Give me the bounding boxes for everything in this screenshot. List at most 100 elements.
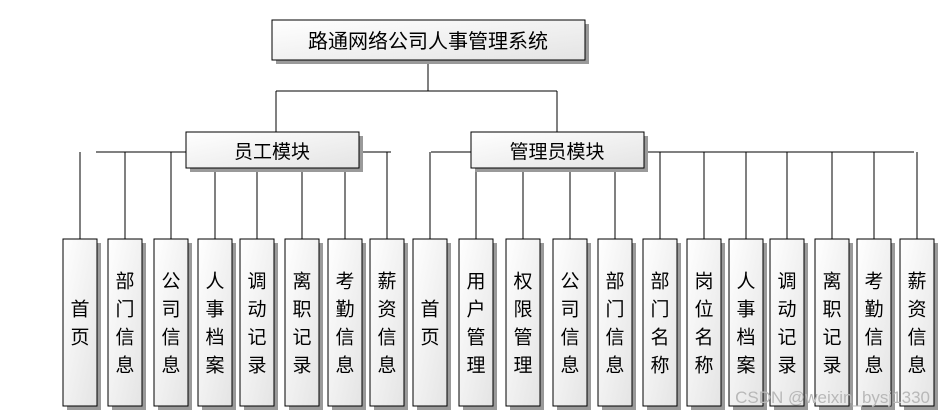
leaf-label-char: 动 (777, 299, 796, 321)
leaf-label-char: 记 (292, 327, 311, 349)
leaf-label-char: 管 (513, 327, 532, 349)
leaf-label-char: 门 (605, 299, 624, 321)
leaf-label-char: 薪 (377, 271, 396, 293)
leaf-label-char: 调 (777, 271, 796, 293)
leaf-label-char: 信 (377, 327, 396, 349)
leaf-label-char: 考 (864, 271, 883, 293)
leaf-label-char: 权 (513, 271, 532, 293)
leaf-label-char: 息 (161, 355, 180, 377)
leaf-label-char: 信 (335, 327, 354, 349)
leaf-label-char: 信 (864, 327, 883, 349)
leaf-label-char: 门 (115, 299, 134, 321)
leaf-label-char: 离 (292, 271, 311, 293)
leaf-label-char: 部 (650, 271, 669, 293)
leaf-label-char: 息 (335, 355, 354, 377)
leaf-label-char: 动 (247, 299, 266, 321)
leaf-nodes: 首页部门信息公司信息人事档案调动记录离职记录考勤信息薪资信息首页用户管理权限管理… (62, 238, 938, 410)
leaf-label-char: 称 (650, 355, 669, 377)
leaf-label-char: 信 (605, 327, 624, 349)
leaf-label-char: 户 (466, 299, 485, 321)
leaf-label-char: 公 (161, 271, 180, 293)
leaf-label-char: 理 (513, 355, 532, 377)
leaf-label-char: 档 (736, 327, 755, 349)
leaf-label-char: 位 (694, 299, 713, 321)
module-node-staff: 员工模块 (185, 131, 363, 172)
leaf-label-char: 事 (736, 299, 755, 321)
leaf-label-char: 息 (560, 355, 579, 377)
leaf-label-char: 信 (161, 327, 180, 349)
leaf-label-char: 勤 (335, 299, 354, 321)
leaf-label-char: 录 (777, 355, 796, 377)
leaf-label-char: 案 (736, 355, 755, 377)
leaf-label-char: 息 (864, 355, 883, 377)
leaf-label-char: 录 (247, 355, 266, 377)
leaf-label-char: 记 (247, 327, 266, 349)
leaf-label-char: 管 (466, 327, 485, 349)
leaf-label-char: 人 (205, 271, 224, 293)
leaf-label-char: 息 (377, 355, 396, 377)
leaf-label-char: 调 (247, 271, 266, 293)
leaf-label-char: 信 (907, 327, 926, 349)
leaf-label-char: 离 (822, 271, 841, 293)
leaf-label-char: 信 (560, 327, 579, 349)
leaf-label-char: 档 (205, 327, 224, 349)
leaf-label-char: 首 (420, 299, 439, 321)
leaf-label-char: 部 (605, 271, 624, 293)
leaf-node: 首页 (412, 238, 451, 410)
leaf-label-char: 薪 (907, 271, 926, 293)
leaf-label-char: 限 (513, 299, 532, 321)
leaf-label-char: 息 (605, 355, 624, 377)
leaf-label-char: 首 (70, 299, 89, 321)
leaf-label-char: 记 (777, 327, 796, 349)
leaf-label-char: 资 (377, 299, 396, 321)
leaf-label-char: 考 (335, 271, 354, 293)
leaf-label-char: 司 (560, 299, 579, 321)
root-node: 路通网络公司人事管理系统 (271, 19, 589, 64)
leaf-node: 首页 (62, 238, 101, 410)
module-label-staff: 员工模块 (234, 141, 310, 163)
leaf-label-char: 部 (115, 271, 134, 293)
leaf-label-char: 用 (466, 271, 485, 293)
leaf-label-char: 职 (292, 299, 311, 321)
leaf-label-char: 名 (650, 327, 669, 349)
leaf-label-char: 职 (822, 299, 841, 321)
leaf-label-char: 资 (907, 299, 926, 321)
leaf-label-char: 息 (907, 355, 926, 377)
leaf-label-char: 事 (205, 299, 224, 321)
leaf-label-char: 司 (161, 299, 180, 321)
leaf-label-char: 人 (736, 271, 755, 293)
leaf-label-char: 勤 (864, 299, 883, 321)
leaf-label-char: 岗 (694, 271, 713, 293)
leaf-label-char: 记 (822, 327, 841, 349)
module-node-admin: 管理员模块 (470, 131, 648, 172)
watermark: CSDN @weixin_bysj1330 (735, 388, 930, 407)
leaf-label-char: 录 (292, 355, 311, 377)
leaf-label-char: 页 (70, 327, 89, 349)
leaf-label-char: 公 (560, 271, 579, 293)
leaf-label-char: 息 (115, 355, 134, 377)
leaf-label-char: 页 (420, 327, 439, 349)
leaf-label-char: 录 (822, 355, 841, 377)
leaf-label-char: 理 (466, 355, 485, 377)
leaf-label-char: 信 (115, 327, 134, 349)
root-label: 路通网络公司人事管理系统 (308, 29, 548, 53)
leaf-label-char: 称 (694, 355, 713, 377)
